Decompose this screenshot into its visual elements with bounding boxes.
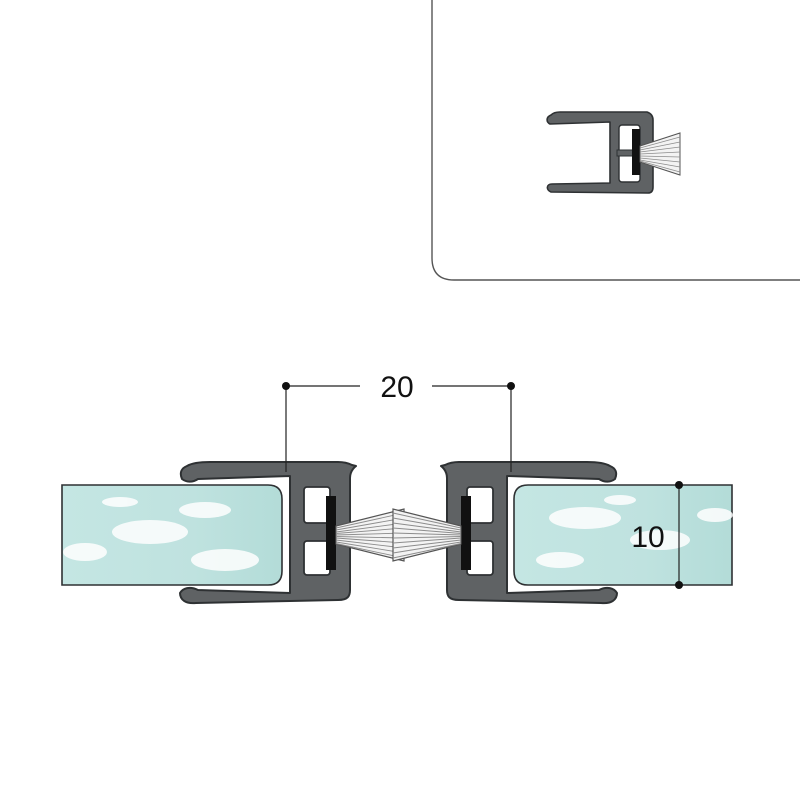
glass-panel-right bbox=[513, 484, 733, 586]
glass-panel-left bbox=[61, 484, 283, 586]
dimension-gap-end-dot bbox=[507, 382, 515, 390]
dimension-gap bbox=[285, 385, 512, 472]
dimension-gap-label: 20 bbox=[380, 371, 413, 404]
inset-brush bbox=[639, 132, 681, 176]
dimension-gap-start-dot bbox=[282, 382, 290, 390]
dimension-thickness-label: 10 bbox=[631, 521, 664, 554]
dimension-thickness-bottom-dot bbox=[675, 581, 683, 589]
inset-profile-small bbox=[546, 111, 681, 194]
inset-detail-frame bbox=[431, 0, 800, 281]
dimension-thickness-top-dot bbox=[675, 481, 683, 489]
